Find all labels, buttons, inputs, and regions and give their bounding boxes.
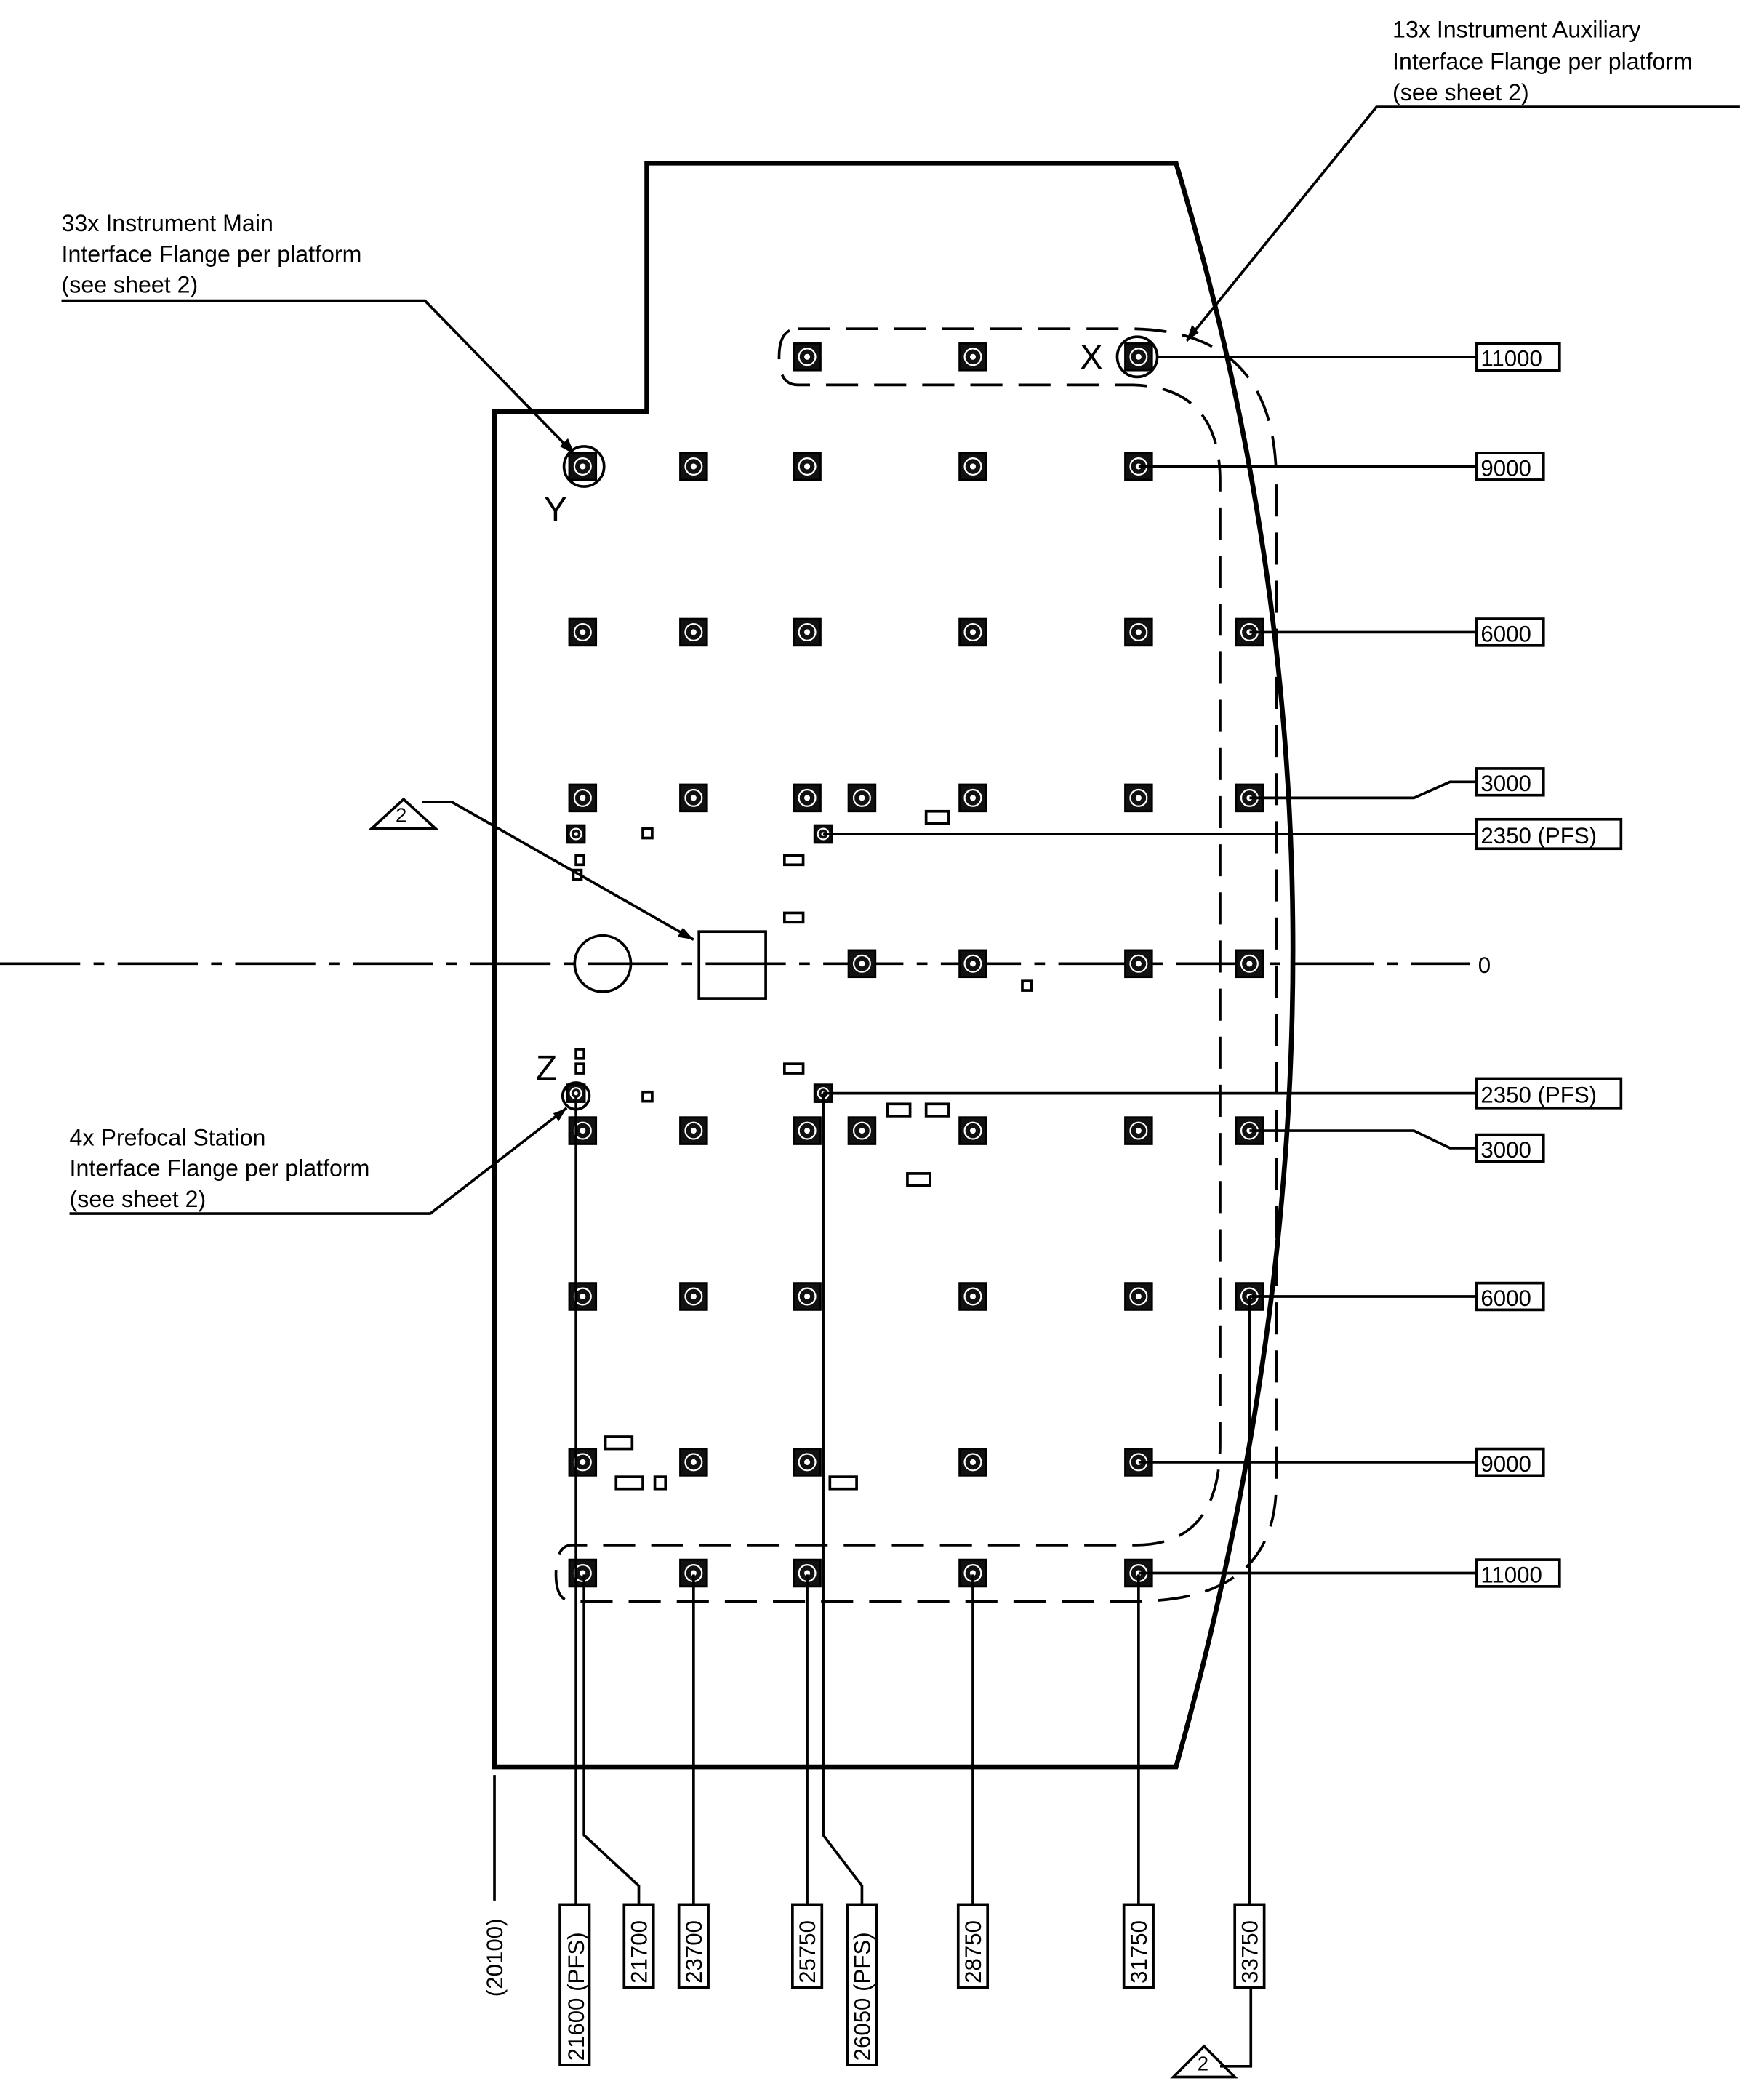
main-flange-16 [1124, 783, 1153, 813]
callout-main: 33x Instrument Main Interface Flange per… [61, 210, 576, 456]
dim-bottom-25750: 25750 [795, 1920, 820, 1984]
main-flange-35 [568, 1448, 598, 1477]
callout-prefocal-line2: Interface Flange per platform [70, 1155, 370, 1182]
main-flange-9 [1124, 617, 1153, 647]
dim-bottom-28750: 28750 [961, 1920, 986, 1984]
main-flange-14 [847, 783, 877, 813]
dim-bottom-33750: 33750 [1237, 1920, 1262, 1984]
dim-bottom-20100: (20100) [482, 1919, 508, 1997]
main-flange-5 [568, 617, 598, 647]
dim-bottom-31750: 31750 [1126, 1920, 1152, 1984]
main-flange-2 [793, 452, 822, 481]
flanges-layer [566, 342, 1264, 1588]
main-flange-6 [679, 617, 708, 647]
main-flange-29 [568, 1282, 598, 1311]
dim-bottom-26050: 26050 (PFS) [849, 1932, 875, 2061]
dim-right-2350-bottom: 2350 (PFS) [1480, 1082, 1597, 1107]
dim-bottom-23700: 23700 [681, 1920, 707, 1984]
callout-auxiliary-line2: Interface Flange per platform [1392, 49, 1693, 75]
main-flange-18 [847, 949, 877, 979]
dim-right-11000-top: 11000 [1480, 346, 1542, 372]
auxiliary-zone-upper [554, 327, 1278, 1603]
revision-tag-lower-text: 2 [1198, 2052, 1208, 2074]
callout-main-line2: Interface Flange per platform [62, 241, 362, 267]
dim-right-3000-top: 3000 [1480, 771, 1531, 796]
main-flange-0 [568, 452, 598, 481]
marker-circle-y [562, 445, 606, 488]
pfs-cutout [697, 930, 767, 1000]
main-flange-19 [958, 949, 987, 979]
main-flange-3 [958, 452, 987, 481]
auxiliary-flange-2 [1124, 342, 1153, 372]
callout-prefocal-line3: (see sheet 2) [70, 1186, 207, 1212]
marker-y: Y [544, 491, 567, 529]
small-openings [572, 809, 1033, 1491]
main-flange-26 [958, 1116, 987, 1145]
main-flange-37 [793, 1448, 822, 1477]
callout-main-line3: (see sheet 2) [62, 272, 199, 298]
callout-main-line1: 33x Instrument Main [62, 210, 273, 236]
main-flange-15 [958, 783, 987, 813]
auxiliary-flange-1 [958, 342, 987, 372]
main-flange-23 [679, 1116, 708, 1145]
auxiliary-flange-3 [568, 1558, 598, 1588]
dim-right-2350-top: 2350 (PFS) [1480, 823, 1597, 849]
callout-prefocal-line1: 4x Prefocal Station [70, 1124, 266, 1150]
auxiliary-flange-0 [793, 342, 822, 372]
revision-tag-upper-text: 2 [396, 803, 406, 826]
main-flange-32 [958, 1282, 987, 1311]
dim-right-6000-bottom: 6000 [1480, 1286, 1531, 1311]
revision-tag-upper: 2 [368, 797, 694, 941]
main-flange-31 [793, 1282, 822, 1311]
dim-right-9000-bottom: 9000 [1480, 1451, 1531, 1477]
main-flange-12 [679, 783, 708, 813]
main-flange-36 [679, 1448, 708, 1477]
callout-auxiliary-line1: 13x Instrument Auxiliary [1392, 16, 1641, 42]
main-flange-13 [793, 783, 822, 813]
main-flange-30 [679, 1282, 708, 1311]
main-flange-20 [1124, 949, 1153, 979]
dim-right-0: 0 [1478, 953, 1491, 978]
main-flange-21 [1235, 949, 1264, 979]
platform-outline [492, 160, 1296, 1770]
dim-bottom-21700: 21700 [627, 1920, 652, 1984]
dim-right-3000-bottom: 3000 [1480, 1137, 1531, 1163]
dim-right-6000-top: 6000 [1480, 621, 1531, 646]
marker-z: Z [536, 1049, 557, 1088]
marker-x: X [1080, 338, 1103, 377]
main-flange-8 [958, 617, 987, 647]
main-flange-38 [958, 1448, 987, 1477]
main-flange-24 [793, 1116, 822, 1145]
prefocal-flange-0 [566, 824, 586, 844]
dimensions-right: 11000 9000 6000 3000 2350 (PFS) 0 2350 (… [823, 342, 1623, 1588]
central-boss [573, 934, 633, 993]
dim-right-11000-bottom: 11000 [1480, 1562, 1542, 1587]
main-flange-25 [847, 1116, 877, 1145]
main-flange-7 [793, 617, 822, 647]
main-flange-27 [1124, 1116, 1153, 1145]
main-flange-22 [568, 1116, 598, 1145]
callout-auxiliary: 13x Instrument Auxiliary Interface Flang… [1185, 16, 1740, 342]
callout-auxiliary-line3: (see sheet 2) [1392, 79, 1529, 105]
main-flange-11 [568, 783, 598, 813]
dim-right-9000-top: 9000 [1480, 455, 1531, 481]
dimensions-bottom: (20100) 21600 (PFS) 21700 23700 25750 26… [482, 1093, 1266, 2066]
callout-prefocal: 4x Prefocal Station Interface Flange per… [70, 1107, 568, 1215]
main-flange-1 [679, 452, 708, 481]
dim-bottom-21600: 21600 (PFS) [564, 1932, 589, 2061]
main-flange-33 [1124, 1282, 1153, 1311]
